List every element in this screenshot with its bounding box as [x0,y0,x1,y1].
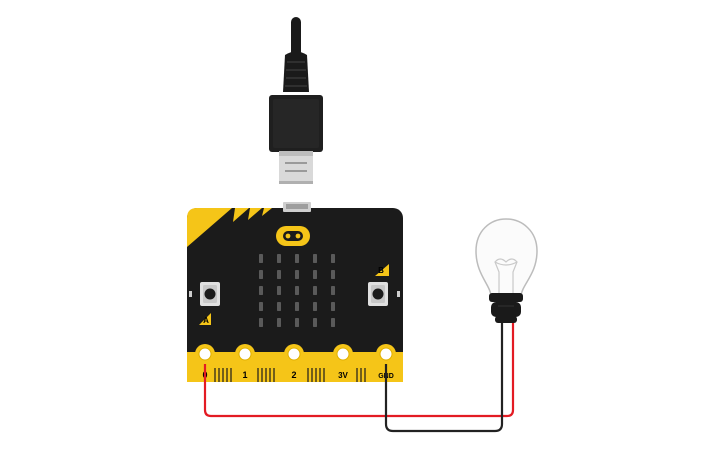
led [259,318,263,327]
led [331,286,335,295]
red-wire[interactable] [203,322,515,418]
pin-1-label: 1 [242,370,247,380]
button-b-label-tag [375,264,389,276]
led [295,286,299,295]
button-a-label-tag [199,313,211,325]
led [277,270,281,279]
led-matrix [259,254,335,327]
led [331,270,335,279]
button-b-label: B [378,266,384,275]
led [331,254,335,263]
led [259,302,263,311]
button-a[interactable]: A [189,282,220,325]
led [295,254,299,263]
pin-3v-label: 3V [338,371,348,380]
led [259,270,263,279]
led [277,254,281,263]
microbit-logo-icon [276,226,310,246]
led [331,318,335,327]
pin-2-label: 2 [291,370,296,380]
light-bulb-icon[interactable] [475,218,538,323]
led [277,318,281,327]
led [295,270,299,279]
usb-cable-icon [269,17,323,184]
pin-3v[interactable]: 3V [333,344,353,380]
led [277,286,281,295]
button-a-label: A [203,316,209,325]
led [277,302,281,311]
led [313,302,317,311]
led [313,318,317,327]
pin-0[interactable]: 0 [195,344,215,380]
led [295,302,299,311]
button-b[interactable]: B [368,264,400,306]
led [313,270,317,279]
led [259,286,263,295]
led [313,254,317,263]
led [313,286,317,295]
led [331,302,335,311]
led [259,254,263,263]
pin-1[interactable]: 1 [235,344,255,380]
pin-2[interactable]: 2 [284,344,304,380]
led [295,318,299,327]
black-wire[interactable] [384,322,504,433]
